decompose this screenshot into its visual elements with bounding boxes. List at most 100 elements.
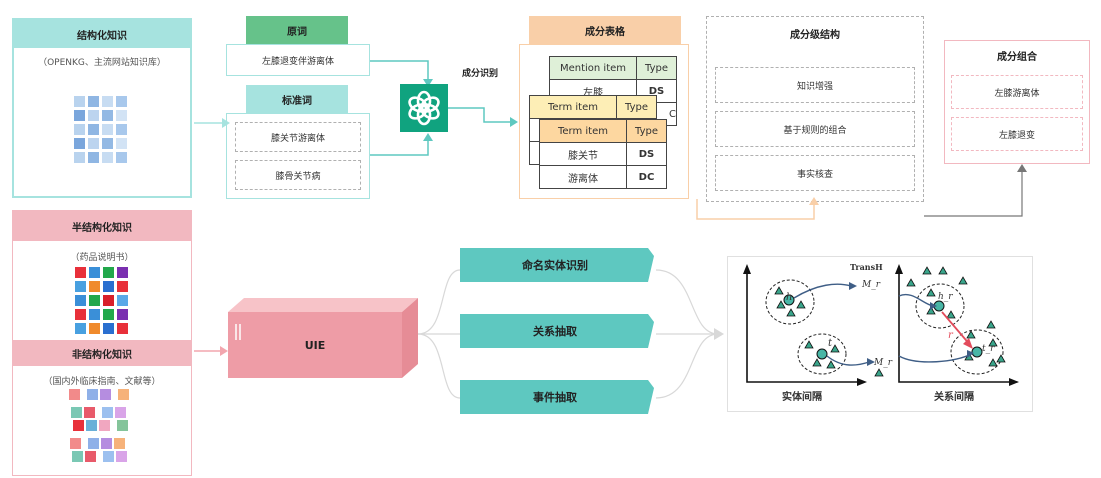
tile [74,110,85,121]
tile [73,420,84,431]
semi-structured-subtitle: （药品说明书） [70,252,134,263]
raw-term-value: 左膝退变伴游离体 [226,44,370,76]
combo-item: 左膝退变 [951,117,1083,151]
arrow-table-to-structure [696,197,819,220]
tile [88,152,99,163]
tile [72,451,83,462]
tile [102,96,113,107]
transh-figure [727,256,1033,412]
tile [89,267,100,278]
tile [101,438,112,449]
tile [74,124,85,135]
term-cell: 膝关节 [539,142,627,166]
term-item-header: Type [626,119,667,143]
unstructured-title: 非结构化知识 [13,340,191,366]
tile [86,420,97,431]
tile [100,389,111,400]
tile [117,323,128,334]
relation-space-label: 关系间隔 [934,392,974,403]
tile [102,152,113,163]
component-table-title: 成分表格 [529,16,681,44]
structured-knowledge-subtitle: （OPENKG、主流网站知识库） [38,57,166,68]
tile [88,138,99,149]
unstructured-subtitle: （国内外临床指南、文献等） [43,376,161,387]
structure-item-knowledge-enhance: 知识增强 [715,67,915,103]
tile [89,281,100,292]
semi-structured-grid-icon [75,267,135,337]
tile [116,451,127,462]
transh-label-hr: h_r [938,292,953,302]
term-header: Type [616,95,657,119]
transh-label-tr: t_r [982,344,995,354]
arrow-structure-to-combo [924,164,1027,217]
tile [116,96,127,107]
tile [114,438,125,449]
tile [69,389,80,400]
tile [99,420,110,431]
component-combo-title: 成分组合 [997,51,1037,63]
mention-header: Type [636,56,677,80]
tile [103,281,114,292]
tile [75,281,86,292]
combo-item: 左膝游离体 [951,75,1083,109]
tile [117,295,128,306]
semi-unstructured-panel: 半结构化知识 （药品说明书） 非结构化知识 （国内外临床指南、文献等） [12,210,192,476]
tile [88,110,99,121]
structure-item-rule-combination: 基于规则的组合 [715,111,915,147]
tile [89,295,100,306]
arrow-model-to-table [448,107,518,127]
term-cell: DC [626,165,667,189]
tile [84,407,95,418]
tile [117,281,128,292]
component-structure-panel: 成分级结构 知识增强 基于规则的组合 事实核查 [706,16,924,202]
structure-item-fact-check: 事实核查 [715,155,915,191]
tile [116,138,127,149]
tile [88,438,99,449]
task-event-extraction: 事件抽取 [533,391,577,404]
component-table-panel [519,44,689,199]
tile [75,309,86,320]
tile [70,438,81,449]
tile [88,124,99,135]
component-structure-title: 成分级结构 [790,29,840,41]
tile [102,407,113,418]
transh-label-mr-top: M_r [862,280,881,290]
arrow-knowledge-to-uie [194,346,228,356]
task-relation-extraction: 关系抽取 [533,325,577,338]
tile [87,389,98,400]
term-item-header: Term item [539,119,627,143]
mention-header: Mention item [549,56,637,80]
tile [102,124,113,135]
tile [103,323,114,334]
tile [74,152,85,163]
tile [103,451,114,462]
transh-label-t: t [828,338,833,349]
term-cell: DS [626,142,667,166]
transh-title: TransH [850,262,883,272]
arrows-terms-to-model [370,60,433,156]
tile [75,295,86,306]
structured-knowledge-panel: 结构化知识 （OPENKG、主流网站知识库） [12,18,192,198]
tile [89,323,100,334]
component-combo-panel: 成分组合 左膝游离体 左膝退变 [944,40,1090,164]
tile [89,309,100,320]
tile [116,152,127,163]
tile [74,138,85,149]
uie-label: UIE [304,338,326,352]
tile [103,295,114,306]
tile [103,309,114,320]
transh-label-r: r [948,330,953,341]
tile [85,451,96,462]
task-arrows [460,248,654,414]
transh-diagram [743,264,1019,386]
entity-space-label: 实体间隔 [782,392,822,403]
tile [117,420,128,431]
tile [74,96,85,107]
std-term-title: 标准词 [246,85,348,113]
task-ner: 命名实体识别 [522,259,588,272]
openai-logo-icon [400,84,448,132]
tile [71,407,82,418]
tile [88,96,99,107]
std-term-item: 膝骨关节病 [235,160,361,190]
